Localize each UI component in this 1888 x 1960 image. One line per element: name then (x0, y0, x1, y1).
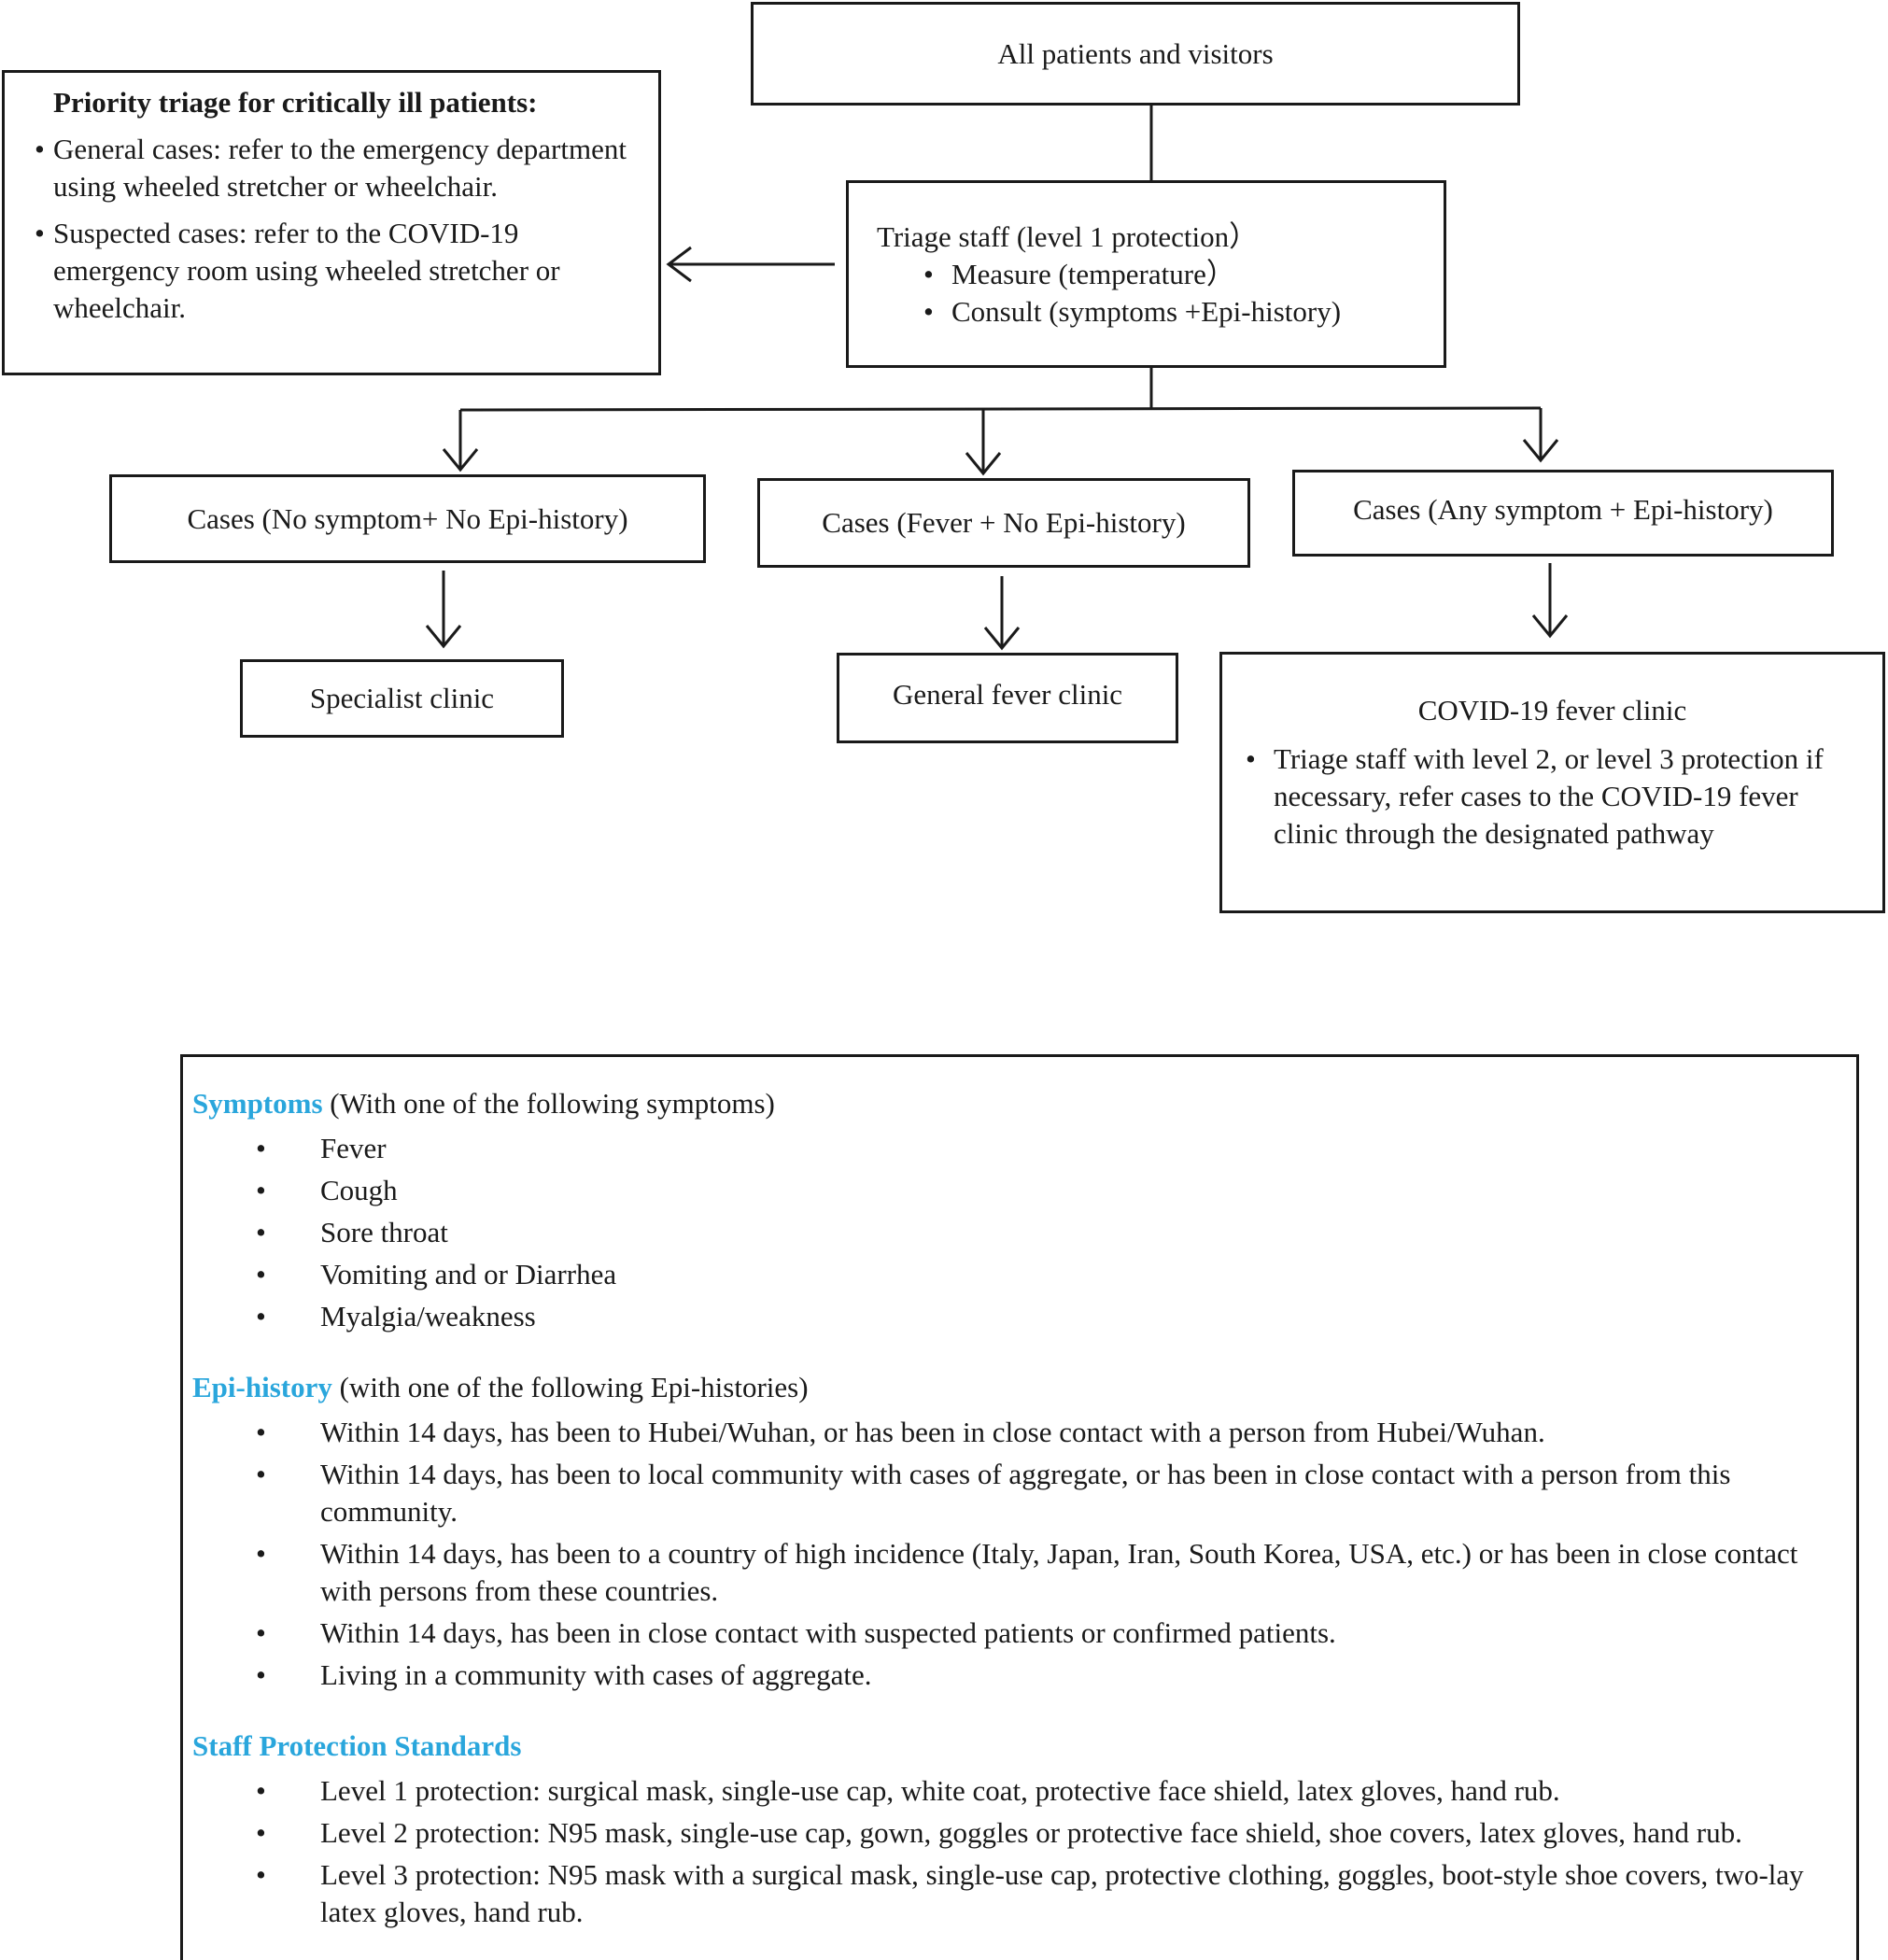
arrowhead-case-3 (1522, 439, 1559, 463)
covid-fever-clinic-box: COVID-19 fever clinic Triage staff with … (1219, 652, 1885, 913)
epi-heading: Epi-history (192, 1371, 332, 1403)
symptoms-note: (With one of the following symptoms) (330, 1087, 775, 1120)
epi-item: Within 14 days, has been to a country of… (192, 1535, 1819, 1610)
epi-item: Within 14 days, has been to local commun… (192, 1456, 1819, 1530)
priority-title: Priority triage for critically ill patie… (53, 86, 538, 119)
symptoms-list: Fever Cough Sore throat Vomiting and or … (192, 1130, 1856, 1335)
branch-horizontal (459, 406, 1542, 412)
symptom-item: Cough (192, 1172, 1856, 1209)
protection-heading-row: Staff Protection Standards (192, 1727, 1856, 1765)
arrowhead-case-2 (965, 452, 1002, 476)
priority-triage-box: Priority triage for critically ill patie… (2, 70, 661, 375)
protection-item: Level 1 protection: surgical mask, singl… (192, 1772, 1847, 1810)
epi-item: Within 14 days, has been in close contac… (192, 1615, 1819, 1652)
epi-item: Within 14 days, has been to Hubei/Wuhan,… (192, 1414, 1819, 1451)
case-label: Cases (No symptom+ No Epi-history) (187, 501, 628, 535)
triage-title: Triage staff (level 1 protection） (877, 220, 1259, 253)
case-box-no-symptom: Cases (No symptom+ No Epi-history) (109, 474, 706, 563)
protection-heading: Staff Protection Standards (192, 1729, 522, 1762)
epi-list: Within 14 days, has been to Hubei/Wuhan,… (192, 1414, 1856, 1694)
case-label: Cases (Fever + No Epi-history) (822, 506, 1186, 539)
case-label: Cases (Any symptom + Epi-history) (1353, 492, 1773, 526)
covid-clinic-title: COVID-19 fever clinic (1417, 694, 1687, 726)
covid-clinic-item: Triage staff with level 2, or level 3 pr… (1246, 740, 1864, 853)
symptoms-heading: Symptoms (192, 1087, 323, 1120)
arrowhead-case-1 (442, 448, 479, 472)
case-box-fever: Cases (Fever + No Epi-history) (757, 478, 1250, 568)
priority-list: General cases: refer to the emergency de… (35, 131, 640, 327)
all-patients-box: All patients and visitors (751, 2, 1520, 106)
arrowhead-general-fever (983, 627, 1021, 651)
symptom-item: Fever (192, 1130, 1856, 1167)
symptom-item: Myalgia/weakness (192, 1298, 1856, 1335)
protection-item: Level 3 protection: N95 mask with a surg… (192, 1856, 1847, 1931)
epi-note: (with one of the following Epi-histories… (339, 1371, 809, 1403)
covid-clinic-list: Triage staff with level 2, or level 3 pr… (1246, 740, 1864, 853)
epi-heading-row: Epi-history (with one of the following E… (192, 1369, 1856, 1406)
definitions-legend-box: Symptoms (With one of the following symp… (180, 1054, 1859, 1960)
protection-list: Level 1 protection: surgical mask, singl… (192, 1772, 1856, 1931)
priority-item: Suspected cases: refer to the COVID-19 e… (35, 215, 640, 327)
symptom-item: Vomiting and or Diarrhea (192, 1256, 1856, 1293)
triage-item: Consult (symptoms +Epi-history) (923, 293, 1444, 331)
specialist-clinic-box: Specialist clinic (240, 659, 564, 738)
symptoms-heading-row: Symptoms (With one of the following symp… (192, 1085, 1856, 1122)
priority-item: General cases: refer to the emergency de… (35, 131, 640, 205)
arrowhead-specialist (425, 625, 462, 649)
symptom-item: Sore throat (192, 1214, 1856, 1251)
arrowhead-covid (1531, 614, 1569, 639)
specialist-clinic-label: Specialist clinic (309, 682, 495, 714)
triage-item: Measure (temperature） (923, 256, 1444, 293)
general-fever-clinic-box: General fever clinic (837, 653, 1178, 743)
protection-item: Level 2 protection: N95 mask, single-use… (192, 1814, 1847, 1852)
case-box-any-symptom: Cases (Any symptom + Epi-history) (1292, 470, 1834, 557)
triage-staff-box: Triage staff (level 1 protection） Measur… (846, 180, 1446, 368)
general-fever-clinic-label: General fever clinic (892, 677, 1123, 711)
all-patients-label: All patients and visitors (997, 36, 1274, 70)
arrowhead-priority (666, 246, 692, 283)
triage-list: Measure (temperature） Consult (symptoms … (923, 256, 1444, 331)
epi-item: Living in a community with cases of aggr… (192, 1657, 1819, 1694)
